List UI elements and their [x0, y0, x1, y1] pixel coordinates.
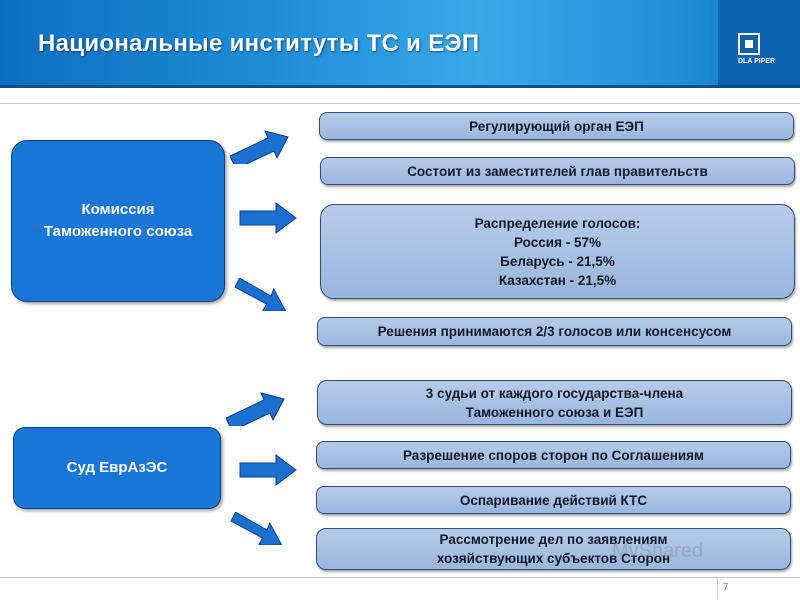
watermark: MyShared [612, 540, 704, 562]
court-label: Суд ЕврАзЭС [66, 459, 168, 476]
page-number: 7 [723, 582, 729, 593]
commission-item-regulator: Регулирующий орган ЕЭП [319, 112, 794, 140]
header-divider [0, 103, 800, 104]
commission-item-decisions: Решения принимаются 2/3 голосов или конс… [317, 317, 792, 346]
court-item-text: Оспаривание действий КТС [459, 492, 648, 508]
votes-heading: Распределение голосов: [474, 215, 641, 231]
arrow-down-right-icon [234, 278, 287, 311]
votes-belarus: Беларусь - 21,5% [500, 253, 615, 269]
court-item-cases: Рассмотрение дел по заявлениям хозяйству… [316, 528, 791, 570]
commission-item-composition: Состоит из заместителей глав правительст… [320, 157, 795, 185]
court-item-text: Разрешение споров сторон по Соглашениям [402, 447, 705, 463]
court-item-line: Таможенного союза и ЕЭП [465, 404, 644, 420]
slide-title: Национальные институты ТС и ЕЭП [38, 30, 480, 57]
arrow-up-right-icon [230, 130, 289, 164]
votes-kazakhstan: Казахстан - 21,5% [498, 272, 617, 288]
votes-russia: Россия - 57% [514, 234, 601, 250]
court-box: Суд ЕврАзЭС [13, 427, 221, 509]
commission-item-text: Регулирующий орган ЕЭП [469, 118, 644, 134]
logo-mark-icon [738, 33, 760, 55]
arrow-up-right-icon [226, 392, 285, 426]
dla-piper-logo: DLA PIPER [718, 0, 800, 88]
slide-header: Национальные институты ТС и ЕЭП DLA PIPE… [0, 0, 800, 88]
arrow-right-icon [239, 202, 297, 234]
logo-text: DLA PIPER [738, 58, 776, 65]
court-item-line: 3 судьи от каждого государства-члена [425, 385, 684, 401]
commission-box: Комиссия Таможенного союза [11, 140, 225, 302]
court-item-judges: 3 судьи от каждого государства-члена Там… [317, 380, 792, 425]
commission-item-text: Состоит из заместителей глав правительст… [407, 163, 708, 179]
arrow-down-right-icon [230, 512, 283, 545]
commission-item-votes: Распределение голосов: Россия - 57% Бела… [320, 204, 795, 299]
arrow-right-icon [239, 454, 297, 486]
court-item-challenge: Оспаривание действий КТС [316, 486, 791, 514]
footer-separator [717, 578, 718, 600]
footer-divider [0, 577, 800, 578]
commission-label-line2: Таможенного союза [43, 223, 193, 240]
court-item-disputes: Разрешение споров сторон по Соглашениям [316, 441, 791, 469]
court-item-line: хозяйствующих субъектов Сторон [436, 551, 671, 566]
commission-label-line1: Комиссия [81, 201, 155, 218]
court-item-line: Рассмотрение дел по заявлениям [439, 532, 668, 547]
commission-item-text: Решения принимаются 2/3 голосов или конс… [377, 324, 732, 339]
